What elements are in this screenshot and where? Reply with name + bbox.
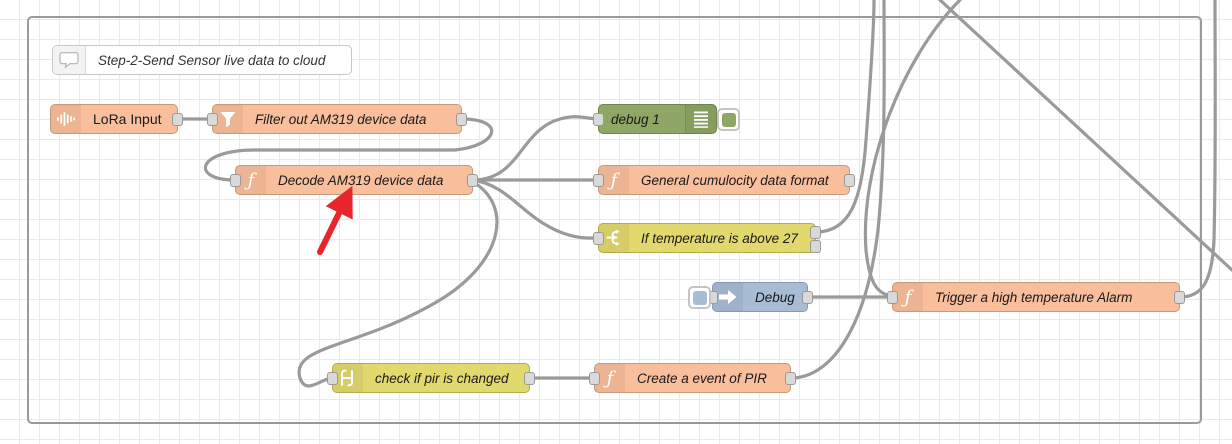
svg-text:ƒ: ƒ	[901, 287, 915, 307]
node-label: General cumulocity data format	[641, 172, 829, 188]
node-output-port[interactable]	[467, 174, 478, 187]
node-output-port-2[interactable]	[810, 240, 821, 253]
node-label: Create a event of PIR	[637, 370, 767, 386]
node-label: debug 1	[611, 111, 660, 127]
function-icon: ƒ	[595, 364, 625, 392]
flow-node-lora-input[interactable]: LoRa Input	[50, 104, 183, 134]
node-input-port[interactable]	[593, 232, 604, 245]
node-label: If temperature is above 27	[641, 230, 798, 246]
switch-icon	[599, 224, 629, 252]
node-input-port[interactable]	[593, 174, 604, 187]
node-label: Filter out AM319 device data	[255, 111, 427, 127]
flow-node-filter-am319[interactable]: Filter out AM319 device data	[207, 104, 467, 134]
node-label: Debug	[755, 289, 795, 305]
flow-node-create-event-pir[interactable]: ƒ Create a event of PIR	[589, 363, 796, 393]
funnel-icon	[213, 105, 243, 133]
node-output-port[interactable]	[802, 291, 813, 304]
red-arrow-annotation	[317, 185, 353, 255]
svg-text:ƒ: ƒ	[607, 170, 621, 190]
node-output-port[interactable]	[1174, 291, 1185, 304]
link-arrow-icon	[713, 283, 743, 311]
node-input-port[interactable]	[207, 113, 218, 126]
node-output-port[interactable]	[456, 113, 467, 126]
comment-icon	[53, 46, 86, 74]
flow-node-check-pir[interactable]: check if pir is changed	[327, 363, 535, 393]
flow-node-general-cumulocity[interactable]: ƒ General cumulocity data format	[593, 165, 855, 195]
node-output-port[interactable]	[785, 372, 796, 385]
node-label: LoRa Input	[93, 111, 162, 127]
node-input-port[interactable]	[887, 291, 898, 304]
function-icon: ƒ	[236, 166, 266, 194]
function-icon: ƒ	[893, 283, 923, 311]
flow-node-trigger-alarm[interactable]: ƒ Trigger a high temperature Alarm	[887, 282, 1185, 312]
flow-node-debug-1[interactable]: debug 1	[593, 104, 740, 134]
svg-text:ƒ: ƒ	[603, 368, 617, 388]
node-input-port[interactable]	[593, 113, 604, 126]
node-output-port[interactable]	[524, 372, 535, 385]
node-label: check if pir is changed	[375, 370, 509, 386]
node-input-port[interactable]	[327, 372, 338, 385]
node-label: Decode AM319 device data	[278, 172, 444, 188]
node-output-port[interactable]	[844, 174, 855, 187]
node-input-port[interactable]	[230, 174, 241, 187]
debug-toggle-button[interactable]	[717, 108, 740, 131]
flow-node-if-temperature[interactable]: If temperature is above 27	[593, 223, 821, 253]
flow-node-decode-am319[interactable]: ƒ Decode AM319 device data	[230, 165, 478, 195]
signal-wave-icon	[51, 105, 81, 133]
flow-node-debug-link-out[interactable]: Debug	[688, 282, 813, 312]
node-output-port[interactable]	[172, 113, 183, 126]
comment-node[interactable]: Step-2-Send Sensor live data to cloud	[52, 45, 352, 75]
node-output-port-1[interactable]	[810, 226, 821, 239]
comment-label: Step-2-Send Sensor live data to cloud	[98, 52, 326, 68]
rbe-step-icon	[333, 364, 363, 392]
node-input-port[interactable]	[589, 372, 600, 385]
node-label: Trigger a high temperature Alarm	[935, 289, 1133, 305]
debug-lines-icon	[685, 105, 716, 133]
svg-text:ƒ: ƒ	[244, 170, 258, 190]
link-toggle-button[interactable]	[688, 286, 711, 309]
function-icon: ƒ	[599, 166, 629, 194]
